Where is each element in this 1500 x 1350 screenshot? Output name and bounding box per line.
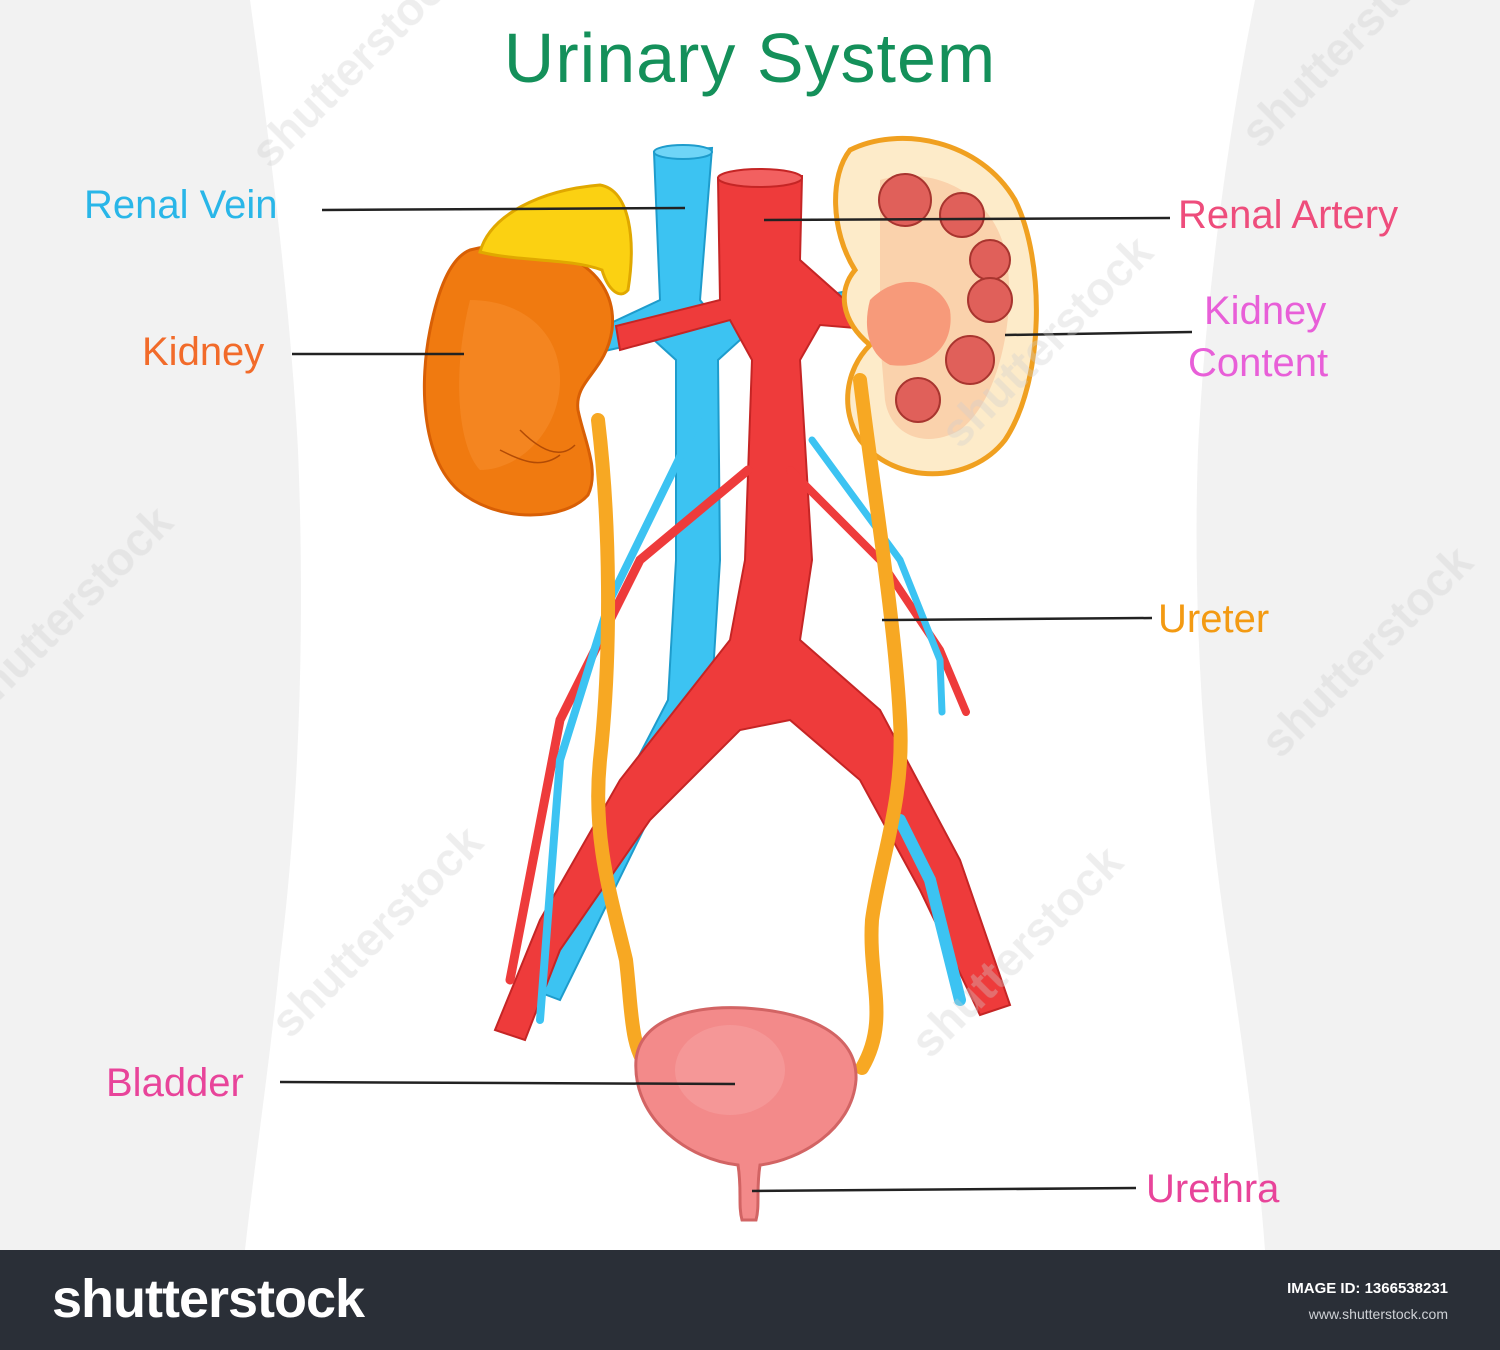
footer-site-url: www.shutterstock.com xyxy=(1308,1306,1448,1322)
leader-lines xyxy=(279,206,1193,1193)
adrenal-gland xyxy=(478,183,633,296)
footer-image-id: IMAGE ID: 1366538231 xyxy=(1287,1280,1448,1297)
label-kidney-content-line2: Content xyxy=(1188,341,1329,385)
label-kidney: Kidney xyxy=(142,330,265,374)
ureters xyxy=(591,373,908,1077)
leader-kidney-content xyxy=(1004,330,1193,337)
diagram-title: Urinary System xyxy=(503,19,997,97)
footer-bar: shutterstock IMAGE ID: 1366538231 www.sh… xyxy=(0,1250,1500,1350)
label-renal-vein: Renal Vein xyxy=(84,183,278,227)
label-renal-artery: Renal Artery xyxy=(1178,193,1399,237)
leader-renal-artery xyxy=(763,216,1171,222)
leader-bladder xyxy=(279,1080,736,1086)
label-urethra: Urethra xyxy=(1146,1167,1280,1211)
renal-pelvis xyxy=(866,281,951,366)
iliac-vessels xyxy=(505,416,970,1024)
diagram-canvas: shutterstock shutterstock shutterstock s… xyxy=(0,0,1483,1250)
renal-pyramids xyxy=(878,173,1013,423)
leader-renal-vein xyxy=(321,206,686,212)
left-kidney xyxy=(422,243,614,517)
label-kidney-content-line1: Kidney xyxy=(1204,289,1327,333)
footer-brand-logo: shutterstock xyxy=(52,1269,365,1329)
urinary-system-illustration: shutterstock shutterstock shutterstock s… xyxy=(0,0,1483,1250)
right-kidney-cross-section xyxy=(833,136,1039,477)
label-bladder: Bladder xyxy=(106,1061,244,1105)
bladder-shape xyxy=(634,1006,858,1222)
leader-ureter xyxy=(881,616,1153,622)
leader-urethra xyxy=(751,1186,1137,1193)
label-ureter: Ureter xyxy=(1158,597,1270,641)
